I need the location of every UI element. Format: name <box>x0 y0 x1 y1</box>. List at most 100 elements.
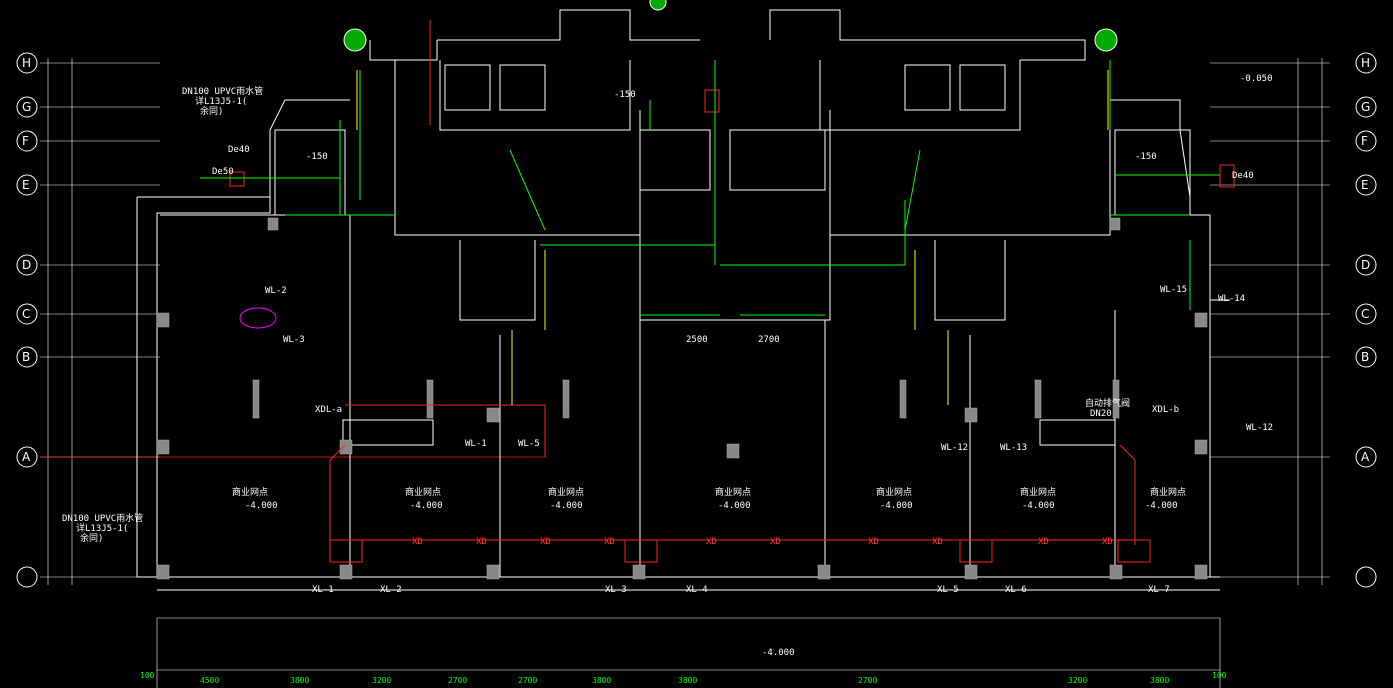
label-2700: 2700 <box>758 335 780 345</box>
label-room-shop: 商业网点 <box>405 486 441 498</box>
label-xd: XD <box>476 537 487 547</box>
label-xl-3: XL-3 <box>605 585 627 595</box>
top-marker-right <box>1094 28 1118 52</box>
label-dn100-top: DN100 UPVC雨水管 <box>182 85 263 97</box>
grid-label-right: G <box>1361 100 1370 114</box>
label-dn100-top-sub2: 余同) <box>200 105 223 117</box>
label-room-shop: 商业网点 <box>548 486 584 498</box>
label-de40-right: De40 <box>1232 171 1254 181</box>
label-room-shop: 商业网点 <box>876 486 912 498</box>
label-auto-vent: 自动排气阀 <box>1085 397 1130 409</box>
grid-label-left: A <box>22 450 31 464</box>
label-xd: XD <box>540 537 551 547</box>
label-dn100-bottom-sub2: 余同) <box>80 532 103 544</box>
grid-label-right: A <box>1361 450 1370 464</box>
fire-main-pipe <box>229 20 1235 545</box>
label-xl-2: XL-2 <box>380 585 402 595</box>
grid-label-right: D <box>1361 258 1370 272</box>
label-elev: -4.000 <box>1145 501 1178 511</box>
label-room-shop: 商业网点 <box>232 486 268 498</box>
label-2500: 2500 <box>686 335 708 345</box>
label-xd: XD <box>1038 537 1049 547</box>
grid-label-left: F <box>22 134 29 148</box>
grid-label-left: G <box>22 100 31 114</box>
label-xl-6: XL-6 <box>1005 585 1027 595</box>
revision-cloud <box>239 307 277 329</box>
label-room-shop: 商业网点 <box>715 486 751 498</box>
label-xdl-a: XDL-a <box>315 405 342 415</box>
label-dn100-bottom: DN100 UPVC雨水管 <box>62 512 143 524</box>
label-xd: XD <box>770 537 781 547</box>
dim-bottom: 2700 <box>518 676 537 685</box>
dim-bottom: 3200 <box>372 676 391 685</box>
label-elev: -4.000 <box>718 501 751 511</box>
label-elev: -4.000 <box>1022 501 1055 511</box>
label-wl-13: WL-13 <box>1000 443 1027 453</box>
label-elev: -4.000 <box>550 501 583 511</box>
label-elev-bottom: -4.000 <box>762 648 795 658</box>
dim-bottom: 4500 <box>200 676 219 685</box>
grid-label-left: D <box>22 258 31 272</box>
label-xl-7: XL-7 <box>1148 585 1170 595</box>
grid-label-left: H <box>22 56 31 70</box>
label-elev: -4.000 <box>410 501 443 511</box>
grid-label-left: E <box>22 178 30 192</box>
label-xl-5: XL-5 <box>937 585 959 595</box>
label-wl-15: WL-15 <box>1160 285 1187 295</box>
right-dimension-lines <box>1210 58 1330 585</box>
label-150-right: -150 <box>1135 152 1157 162</box>
drain-pipes <box>356 70 1109 405</box>
water-supply-pipes <box>200 60 1220 316</box>
label-150-mid: -150 <box>614 90 636 100</box>
grid-bubbles-left: H G F E D C B A <box>16 52 38 588</box>
grid-label-right: C <box>1361 307 1369 321</box>
dim-bottom: 2700 <box>858 676 877 685</box>
label-xd: XD <box>1102 537 1113 547</box>
corner-bl: 100 <box>140 671 155 680</box>
label-150-left: -150 <box>306 152 328 162</box>
top-marker-left <box>343 28 367 52</box>
dim-bottom: 3800 <box>290 676 309 685</box>
label-wl-12: WL-12 <box>941 443 968 453</box>
label-dn20: DN20 <box>1090 409 1112 419</box>
grid-bubbles-right: H G F E D C B A <box>1355 52 1377 588</box>
storefront-band <box>156 617 1221 688</box>
label-dn100-top-sub: 详L13J5-1( <box>195 95 247 107</box>
label-wl-12-right: WL-12 <box>1246 423 1273 433</box>
corner-br: 100 <box>1212 671 1227 680</box>
top-marker-center <box>649 0 667 11</box>
hydrant-cabinets <box>329 539 1151 563</box>
label-dn100-bottom-sub: 详L13J5-1( <box>76 522 128 534</box>
label-xd: XD <box>868 537 879 547</box>
label-xl-4: XL-4 <box>686 585 708 595</box>
dim-bottom: 2700 <box>448 676 467 685</box>
grid-label-right: E <box>1361 178 1369 192</box>
label-elev: -4.000 <box>880 501 913 511</box>
label-wl-2: WL-2 <box>265 286 287 296</box>
bottom-dimensions: 4500 3800 3200 2700 2700 3800 3800 2700 … <box>140 671 1227 685</box>
label-de50: De50 <box>212 167 234 177</box>
label-wl-5: WL-5 <box>518 439 540 449</box>
dim-bottom: 3200 <box>1068 676 1087 685</box>
label-xdl-b: XDL-b <box>1152 405 1179 415</box>
structural-columns <box>156 217 1208 580</box>
dim-bottom: 3800 <box>592 676 611 685</box>
dim-bottom: 3800 <box>1150 676 1169 685</box>
grid-label-left: C <box>22 307 30 321</box>
label-room-shop: 商业网点 <box>1150 486 1186 498</box>
label-wl-1: WL-1 <box>465 439 487 449</box>
label-xd: XD <box>412 537 423 547</box>
label-de40: De40 <box>228 145 250 155</box>
label-elev: -4.000 <box>245 501 278 511</box>
label-elev-top: -0.050 <box>1240 74 1273 84</box>
label-wl-14: WL-14 <box>1218 294 1245 304</box>
label-xd: XD <box>604 537 615 547</box>
label-xl-1: XL-1 <box>312 585 334 595</box>
dim-bottom: 3800 <box>678 676 697 685</box>
label-xd: XD <box>932 537 943 547</box>
label-xd: XD <box>706 537 717 547</box>
grid-label-right: F <box>1361 134 1368 148</box>
grid-label-left: B <box>22 350 30 364</box>
